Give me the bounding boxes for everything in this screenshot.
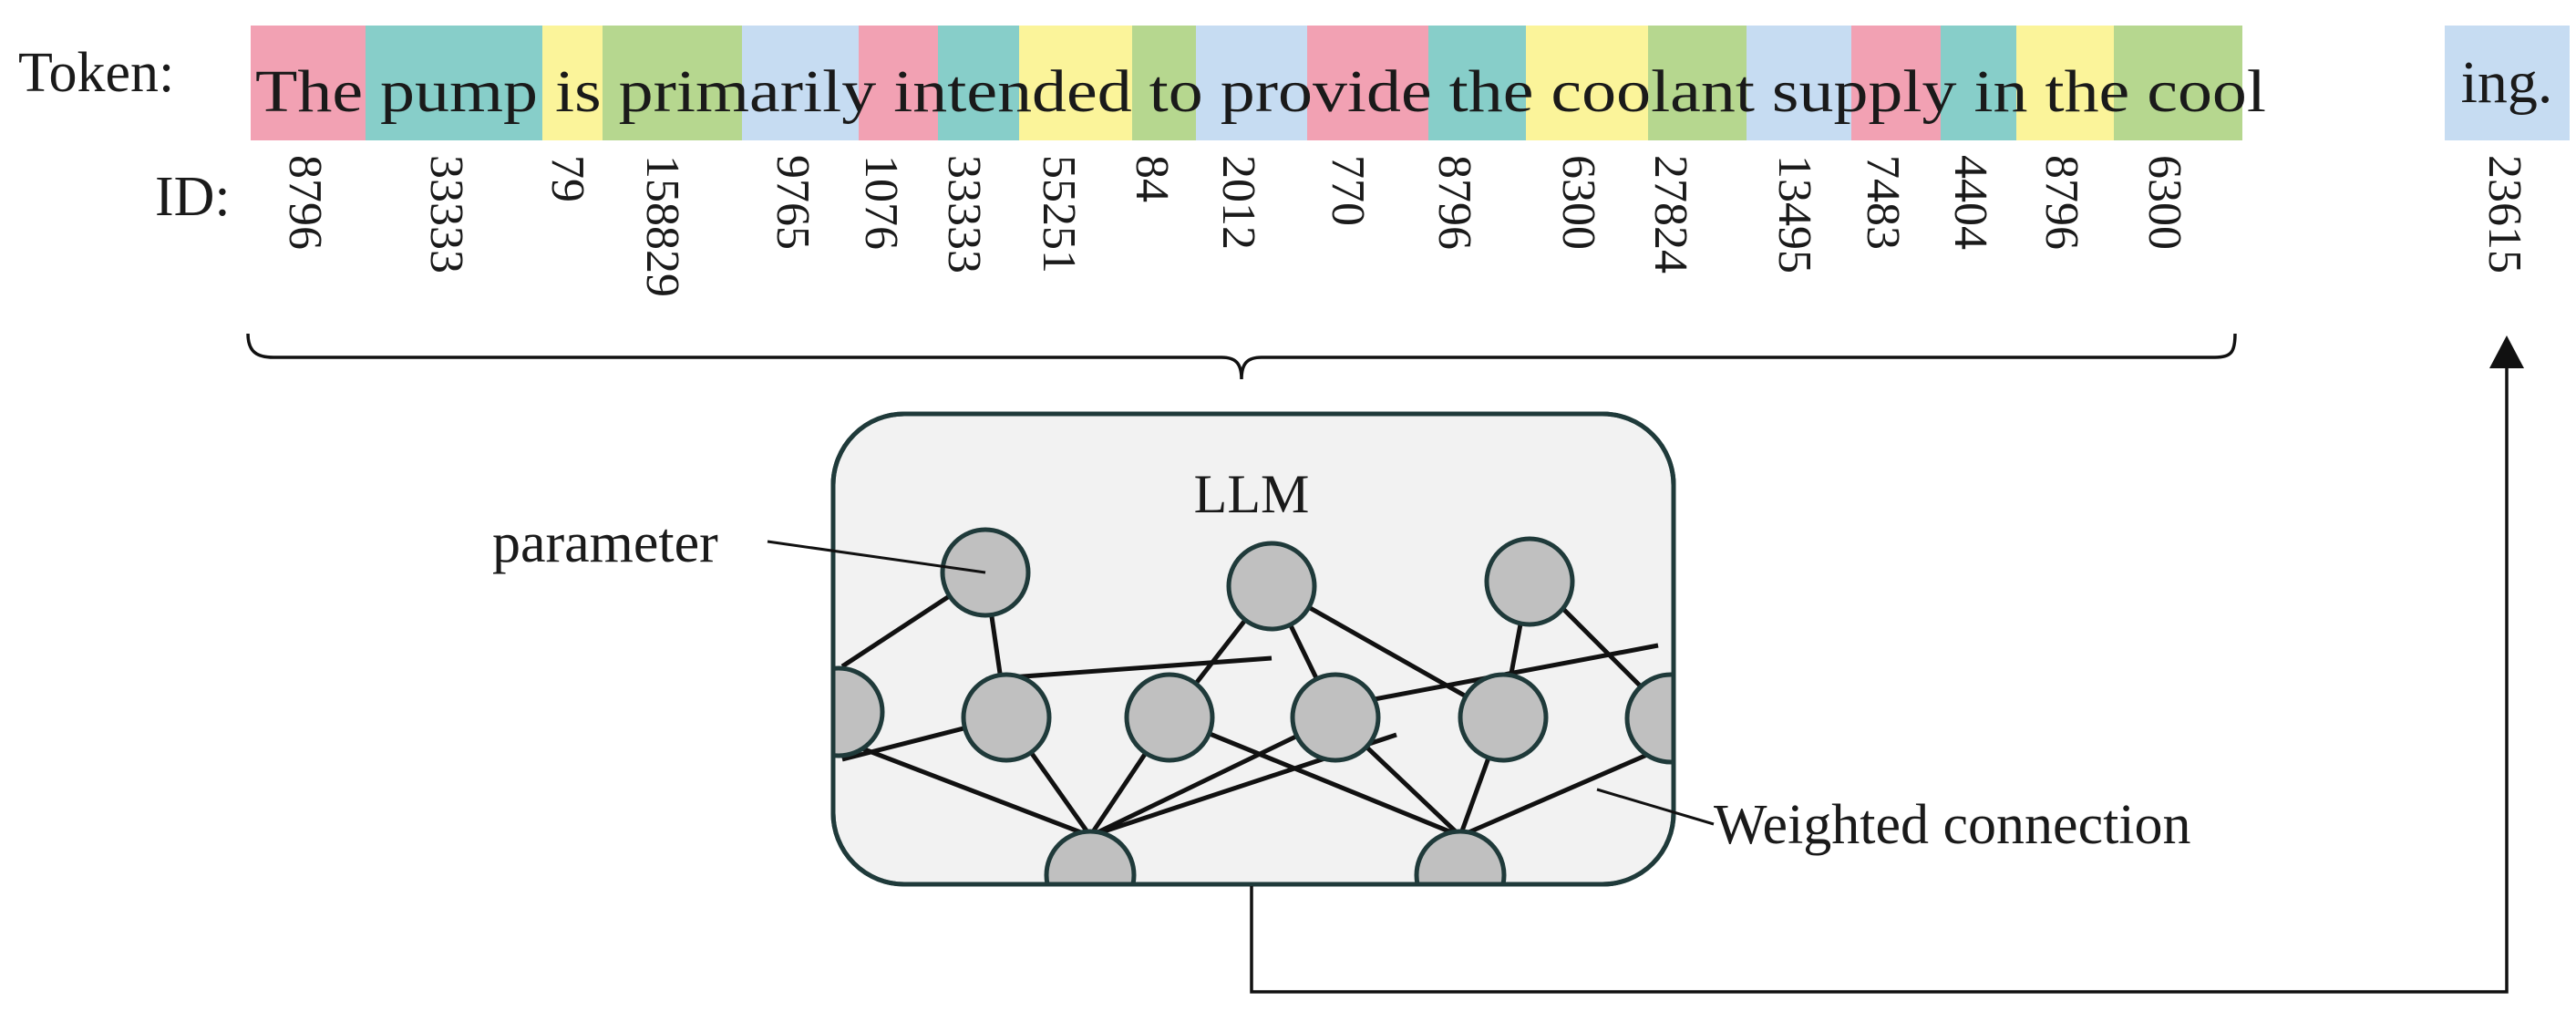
output-token-block [2445,26,2570,140]
llm-box-outline [830,411,1676,887]
token-sentence: The pump is primarily intended to provid… [255,58,2266,125]
token-id: 7483 [1857,155,1909,250]
token-id: 27824 [1644,155,1696,273]
weighted-connection [1088,715,1337,839]
weighted-connection [1169,715,1461,839]
token-id: 1076 [855,155,907,250]
token-row-label: Token: [18,42,174,104]
parameter-node [961,672,1052,763]
parameter-node [1226,541,1317,632]
token-block [366,26,542,140]
output-arrow [1250,363,2509,994]
token-id: 8796 [279,155,331,250]
token-id: 79 [541,155,593,202]
parameter-node [1414,829,1507,884]
token-block [1307,26,1428,140]
parameter-node [1124,672,1215,763]
token-block [859,26,938,140]
arrow-head-icon [2489,335,2524,368]
token-block [603,26,742,140]
token-id: 33333 [420,155,472,273]
token-id: 4404 [1944,155,1996,250]
token-blocks [251,26,2242,140]
token-id: 6300 [2138,155,2190,250]
token-block [742,26,859,140]
token-block [1428,26,1526,140]
token-block [2016,26,2114,140]
token-block [1648,26,1747,140]
llm-label: LLM [1194,464,1310,524]
neural-network [833,527,1674,884]
token-block [1526,26,1648,140]
output-token-id: 23615 [2478,155,2530,273]
parameter-node [1044,829,1137,884]
token-id: 6300 [1552,155,1604,250]
token-id: 770 [1322,155,1374,226]
parameter-node [1624,672,1674,765]
token-block [251,26,366,140]
token-block [938,26,1019,140]
token-block [2114,26,2242,140]
token-block [1019,26,1132,140]
token-ids: 8796 33333 79 158829 9765 1076 33333 552… [279,155,2530,297]
token-id: 33333 [938,155,990,273]
parameter-node [1290,672,1381,763]
token-id: 9765 [767,155,819,250]
token-id: 2012 [1212,155,1264,250]
token-id: 8796 [1428,155,1480,250]
token-block [1851,26,1941,140]
weighted-connection [835,736,1091,839]
parameter-node [833,665,885,758]
token-block [1941,26,2016,140]
parameter-node [1484,536,1575,627]
id-row-label: ID: [155,166,231,228]
parameter-pointer [767,540,986,574]
token-id: 8796 [2035,155,2087,250]
token-id: 158829 [636,155,688,297]
parameter-node [1458,672,1549,763]
token-block [542,26,603,140]
output-token-text: ing. [2461,49,2553,116]
token-id: 84 [1126,155,1178,202]
weighted-connection [1459,743,1669,839]
token-id: 13495 [1768,155,1820,273]
connection-pointer [1596,788,1715,826]
input-brace [246,333,2237,380]
token-id: 55251 [1033,155,1085,273]
token-block [1132,26,1196,140]
weighted-connection-label: Weighted connection [1714,794,2191,856]
token-block [1747,26,1851,140]
parameter-label: parameter [492,512,718,574]
token-block [1196,26,1307,140]
weighted-connection [985,655,1273,682]
